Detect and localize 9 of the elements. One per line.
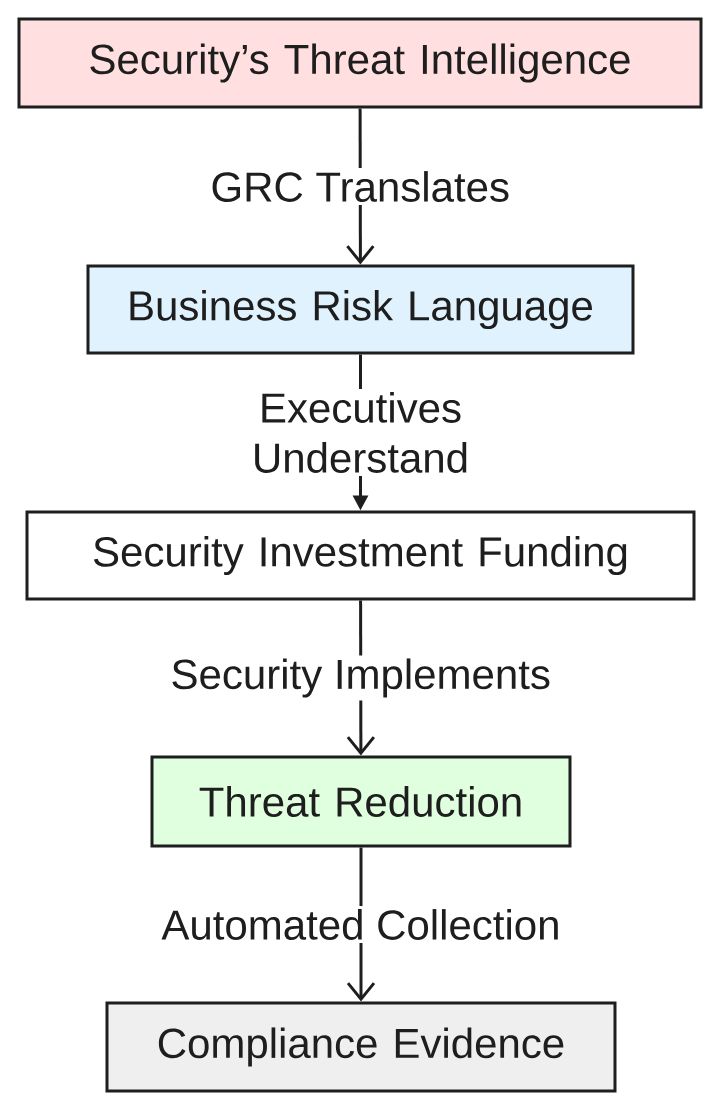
process-box: Security’s Threat Intelligence <box>17 17 703 109</box>
edge-label: Security Implements <box>167 655 554 701</box>
process-box: Compliance Evidence <box>105 1001 617 1093</box>
process-box: Security Investment Funding <box>25 510 696 601</box>
edge-label: Executives Understand <box>232 389 489 476</box>
process-box: Business Risk Language <box>86 264 635 355</box>
edge-label: Automated Collection <box>158 906 564 943</box>
edge-label: GRC Translates <box>207 168 513 205</box>
process-box: Threat Reduction <box>150 755 572 848</box>
